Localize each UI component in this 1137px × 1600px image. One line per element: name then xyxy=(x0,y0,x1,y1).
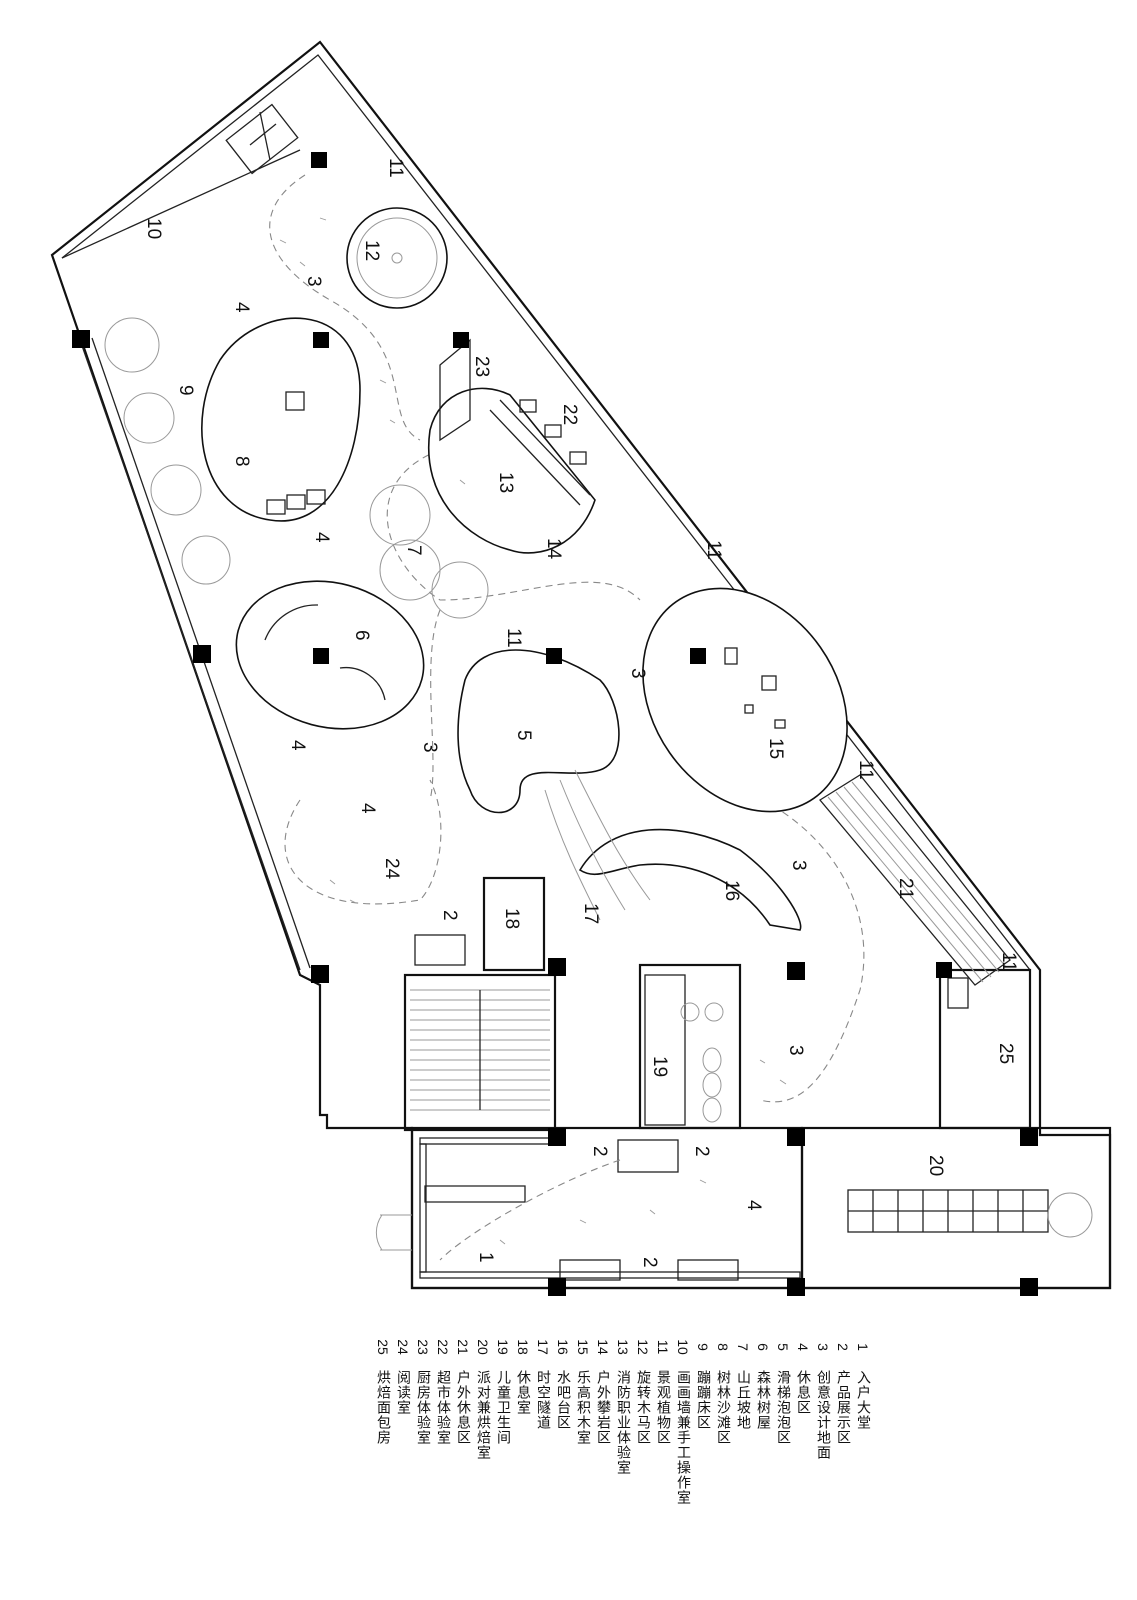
structural-columns xyxy=(72,152,1038,1296)
staircase xyxy=(403,973,557,1132)
zone-shapes xyxy=(104,103,848,1245)
zone-labels: 1 2 2 2 2 3 3 3 3 3 4 4 4 4 4 5 6 7 8 9 … xyxy=(143,158,1019,1268)
rest-room xyxy=(414,876,546,972)
label-9: 9 xyxy=(175,385,196,396)
label-3b: 3 xyxy=(627,668,648,679)
childrens-toilet xyxy=(638,963,742,1130)
label-2b: 2 xyxy=(589,1146,610,1157)
label-4b: 4 xyxy=(311,532,332,543)
label-16: 16 xyxy=(721,880,742,901)
label-2a: 2 xyxy=(439,910,460,921)
label-24: 24 xyxy=(381,858,402,880)
label-21: 21 xyxy=(895,878,916,899)
label-4a: 4 xyxy=(231,302,252,313)
label-4d: 4 xyxy=(357,803,378,814)
label-20: 20 xyxy=(925,1155,946,1176)
circulation-paths xyxy=(269,174,865,1261)
label-22: 22 xyxy=(559,404,580,425)
label-11c: 11 xyxy=(703,540,724,560)
label-11a: 11 xyxy=(385,158,406,178)
label-4e: 4 xyxy=(743,1200,764,1211)
label-15: 15 xyxy=(765,738,786,759)
label-12: 12 xyxy=(361,240,382,261)
label-3a: 3 xyxy=(303,276,324,287)
label-11d: 11 xyxy=(855,760,876,780)
label-2c: 2 xyxy=(691,1146,712,1157)
label-23: 23 xyxy=(471,356,492,377)
label-2d: 2 xyxy=(639,1257,660,1268)
label-7: 7 xyxy=(403,545,424,556)
label-17: 17 xyxy=(580,903,601,924)
label-18: 18 xyxy=(501,908,522,929)
label-3c: 3 xyxy=(419,742,440,753)
label-25: 25 xyxy=(995,1043,1016,1064)
label-19: 19 xyxy=(649,1056,670,1077)
label-1: 1 xyxy=(475,1252,496,1263)
label-3d: 3 xyxy=(788,860,809,871)
label-5: 5 xyxy=(513,730,534,741)
outdoor-deck xyxy=(819,774,1011,986)
label-11e: 11 xyxy=(998,952,1019,972)
label-10: 10 xyxy=(143,218,164,239)
label-13: 13 xyxy=(495,472,516,493)
label-4c: 4 xyxy=(287,740,308,751)
party-room xyxy=(800,1126,1112,1290)
label-3e: 3 xyxy=(785,1045,806,1056)
label-8: 8 xyxy=(231,456,252,467)
label-11b: 11 xyxy=(503,628,524,648)
label-14: 14 xyxy=(543,538,564,560)
building-outline xyxy=(50,40,1112,1290)
label-6: 6 xyxy=(351,630,372,641)
